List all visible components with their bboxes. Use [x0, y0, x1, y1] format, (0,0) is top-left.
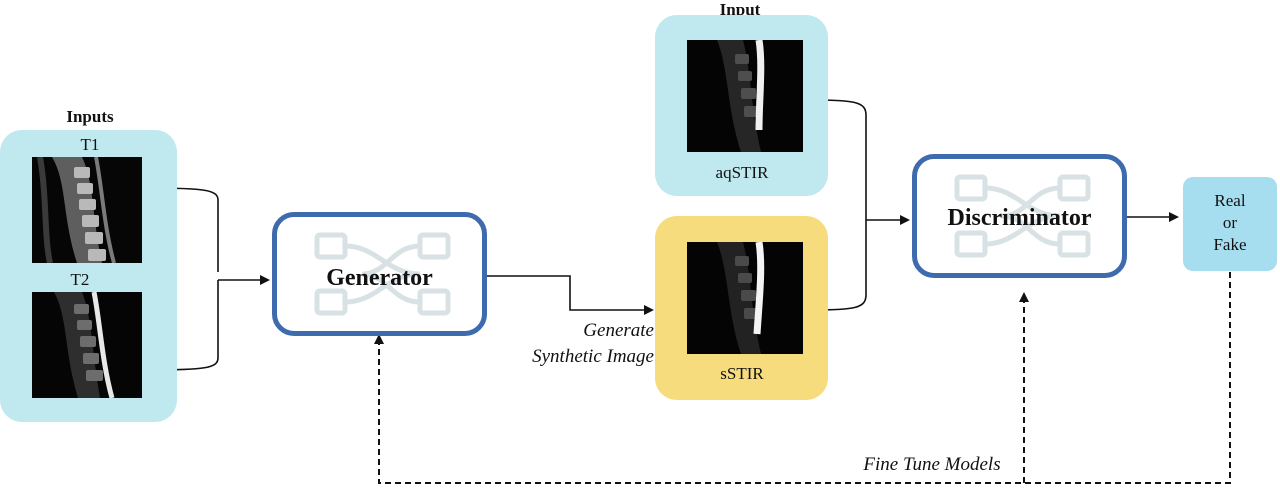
- aqstir-label: aqSTIR: [715, 163, 769, 182]
- generator-label: Generator: [326, 265, 433, 291]
- aqstir-mri-image: [687, 40, 803, 152]
- inputs-title: Inputs: [66, 107, 114, 126]
- discriminator-label: Discriminator: [947, 205, 1092, 231]
- t1-mri-image: [32, 157, 142, 263]
- output-line2: or: [1222, 213, 1238, 232]
- input-title: Input: [719, 0, 761, 19]
- sstir-label: sSTIR: [720, 364, 764, 383]
- generator-block: Generator: [272, 212, 487, 336]
- generate-caption-line1: Generate: [583, 320, 654, 341]
- network-icon: [954, 174, 1091, 258]
- t2-label: T2: [70, 270, 90, 289]
- generate-caption-line2: Synthetic Image: [532, 346, 654, 367]
- output-box: Real or Fake: [1183, 177, 1277, 271]
- generate-caption: Generate Synthetic Image: [484, 318, 654, 370]
- fine-tune-label: Fine Tune Models: [863, 454, 1001, 475]
- output-line1: Real: [1214, 191, 1246, 210]
- output-line3: Fake: [1213, 235, 1247, 254]
- generator-to-sstir-arrow: [487, 275, 654, 315]
- feedback-loop: [374, 272, 1231, 484]
- network-icon: [314, 232, 451, 316]
- sstir-mri-image: [687, 242, 803, 354]
- t2-mri-image: [32, 292, 142, 398]
- discriminator-block: Discriminator: [912, 154, 1127, 278]
- t1-label: T1: [80, 135, 100, 154]
